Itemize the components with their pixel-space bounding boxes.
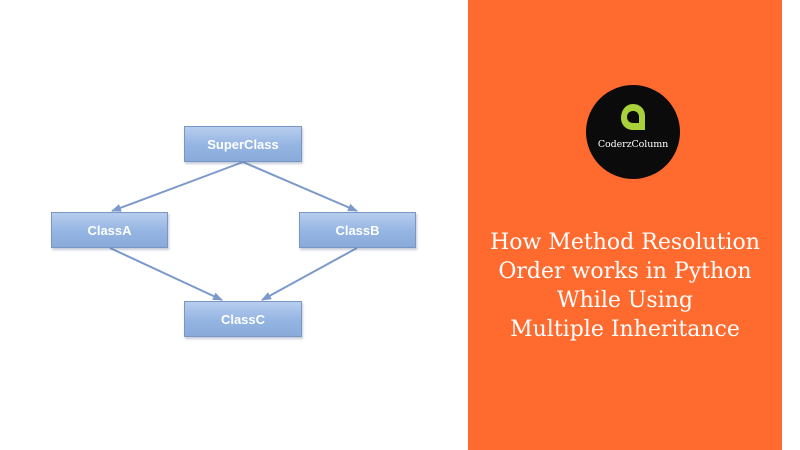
node-superclass-label: SuperClass (207, 136, 279, 152)
edge-superclass-to-classa (111, 161, 244, 212)
node-classa-label: ClassA (87, 222, 132, 238)
edge-classa-to-classc (109, 247, 223, 301)
node-classb: ClassB (299, 212, 416, 248)
node-superclass: SuperClass (184, 126, 302, 162)
title-line-1: How Method Resolution (490, 230, 760, 255)
edge-classb-to-classc (261, 247, 358, 301)
brand-name: CoderzColumn (597, 139, 669, 150)
node-classc-label: ClassC (220, 311, 266, 327)
node-classb-label: ClassB (335, 222, 380, 238)
edge-superclass-to-classb (242, 161, 358, 212)
title-line-2: Order works in Python (498, 259, 752, 284)
diagram-edges (109, 161, 358, 301)
diagram-panel: SuperClass ClassA ClassB ClassC (51, 126, 416, 337)
title-line-3: While Using (557, 288, 693, 313)
node-classa: ClassA (51, 212, 168, 248)
brand-logo: CoderzColumn (586, 85, 680, 179)
title-panel (468, 0, 782, 450)
right-gutter (782, 0, 800, 450)
leaf-logo-icon (621, 104, 645, 130)
title-line-4: Multiple Inheritance (510, 317, 740, 342)
page-title: How Method Resolution Order works in Pyt… (470, 228, 780, 344)
node-classc: ClassC (184, 301, 302, 337)
